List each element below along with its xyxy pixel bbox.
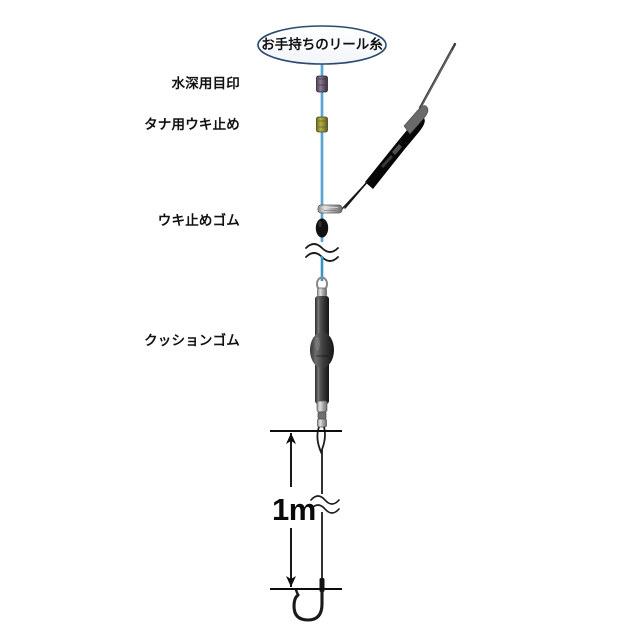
callout-label: お手持ちのリール糸 (261, 37, 383, 52)
depth-marker-bead (316, 75, 328, 93)
lower-connector-group (316, 400, 328, 455)
break-squiggle-upper-1 (305, 243, 339, 253)
dim-arrow-down (286, 576, 296, 587)
tana-stopper-body (316, 116, 328, 133)
dim-arrow-up (286, 433, 296, 444)
float-detail-mark-2 (381, 155, 393, 168)
cushion-bulge-gloss (315, 337, 320, 351)
callout-ellipse (257, 25, 387, 65)
dimension-value-label: 1m (272, 492, 316, 527)
snap-clip-head (317, 418, 327, 428)
snap-sleeve-body (317, 204, 343, 214)
lower-swivel-barrel (316, 400, 328, 413)
hook-bend (292, 588, 324, 622)
top-swivel (316, 276, 328, 298)
cushion-tube-bulge (310, 332, 334, 368)
depth-marker-body (316, 75, 328, 93)
stopper-rubber-gloss (318, 220, 322, 228)
snap-clip-loop (316, 426, 326, 455)
float-shoulder-band (403, 105, 429, 135)
lower-swivel-collar (317, 411, 327, 420)
float-antenna-highlight (420, 49, 453, 108)
hook-point (294, 588, 300, 597)
break-squiggle-lower-2 (310, 504, 340, 514)
float-tail-needle (344, 180, 369, 209)
break-squiggle-lower-1 (310, 495, 340, 505)
dimension-1m (270, 430, 342, 590)
stopper-rubber-body (315, 218, 329, 238)
cushion-rubber-tube (310, 296, 334, 404)
hook (292, 578, 325, 622)
tana-stopper-bead (316, 116, 328, 133)
leader-line-group (310, 450, 340, 580)
label-tana-stopper: タナ用ウキ止め (144, 117, 240, 132)
stopper-rubber-bead (315, 218, 329, 238)
label-cushion-rubber: クッションゴム (144, 333, 240, 348)
callout-bubble (257, 25, 387, 65)
float-detail-mark-1 (392, 144, 402, 155)
label-uki-stopper-rubber: ウキ止めゴム (157, 213, 240, 228)
float-assembly (340, 42, 457, 211)
top-swivel-barrel (317, 287, 327, 298)
label-depth-marker: 水深用目印 (171, 76, 240, 91)
float-snap-sleeve (317, 204, 343, 214)
